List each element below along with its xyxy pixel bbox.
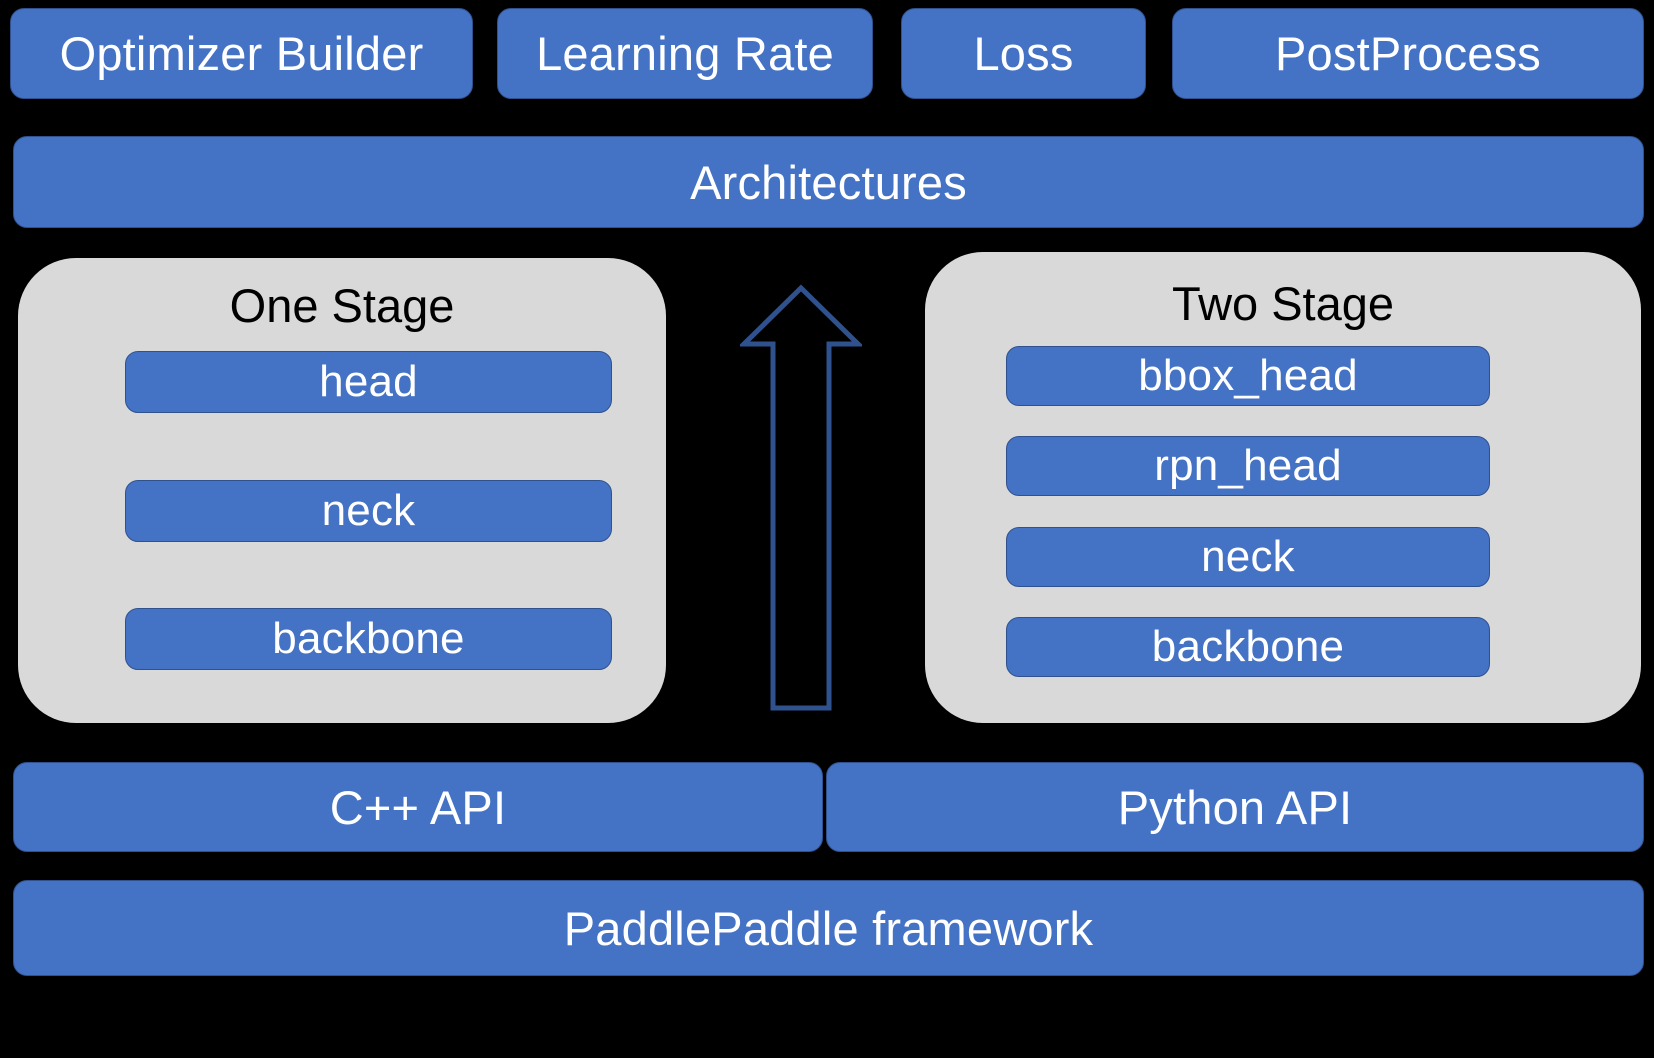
stage-panel-one-stage: One Stage head neck backbone [18, 258, 666, 723]
upward-arrow-shape [740, 284, 862, 712]
component-box-optimizer-builder[interactable]: Optimizer Builder [10, 8, 473, 99]
module-box-backbone[interactable]: backbone [1006, 617, 1490, 677]
api-box-python[interactable]: Python API [826, 762, 1644, 852]
component-box-postprocess[interactable]: PostProcess [1172, 8, 1644, 99]
module-label: neck [321, 486, 416, 535]
module-label: backbone [272, 614, 465, 663]
module-box-bbox-head[interactable]: bbox_head [1006, 346, 1490, 406]
architectures-bar[interactable]: Architectures [13, 136, 1644, 228]
stage-title-two-stage: Two Stage [1171, 277, 1395, 330]
architectures-label: Architectures [690, 155, 967, 209]
component-label: Learning Rate [536, 27, 834, 80]
framework-label: PaddlePaddle framework [563, 901, 1094, 955]
module-box-rpn-head[interactable]: rpn_head [1006, 436, 1490, 496]
api-label: C++ API [329, 780, 507, 834]
component-box-loss[interactable]: Loss [901, 8, 1146, 99]
module-box-backbone[interactable]: backbone [125, 608, 612, 670]
component-label: Loss [973, 27, 1074, 80]
stage-title-one-stage: One Stage [229, 279, 455, 332]
module-box-neck[interactable]: neck [1006, 527, 1490, 587]
component-box-learning-rate[interactable]: Learning Rate [497, 8, 873, 99]
stage-panel-two-stage: Two Stage bbox_head rpn_head neck backbo… [925, 252, 1641, 723]
module-box-head[interactable]: head [125, 351, 612, 413]
module-label: bbox_head [1138, 351, 1358, 400]
api-box-cpp[interactable]: C++ API [13, 762, 823, 852]
component-label: Optimizer Builder [59, 27, 424, 80]
module-label: head [319, 357, 418, 406]
module-label: backbone [1151, 622, 1345, 671]
component-label: PostProcess [1274, 27, 1542, 80]
framework-bar[interactable]: PaddlePaddle framework [13, 880, 1644, 976]
api-label: Python API [1117, 780, 1353, 834]
module-label: rpn_head [1154, 441, 1342, 490]
module-label: neck [1201, 532, 1295, 581]
module-box-neck[interactable]: neck [125, 480, 612, 542]
upward-arrow-icon [740, 284, 862, 712]
